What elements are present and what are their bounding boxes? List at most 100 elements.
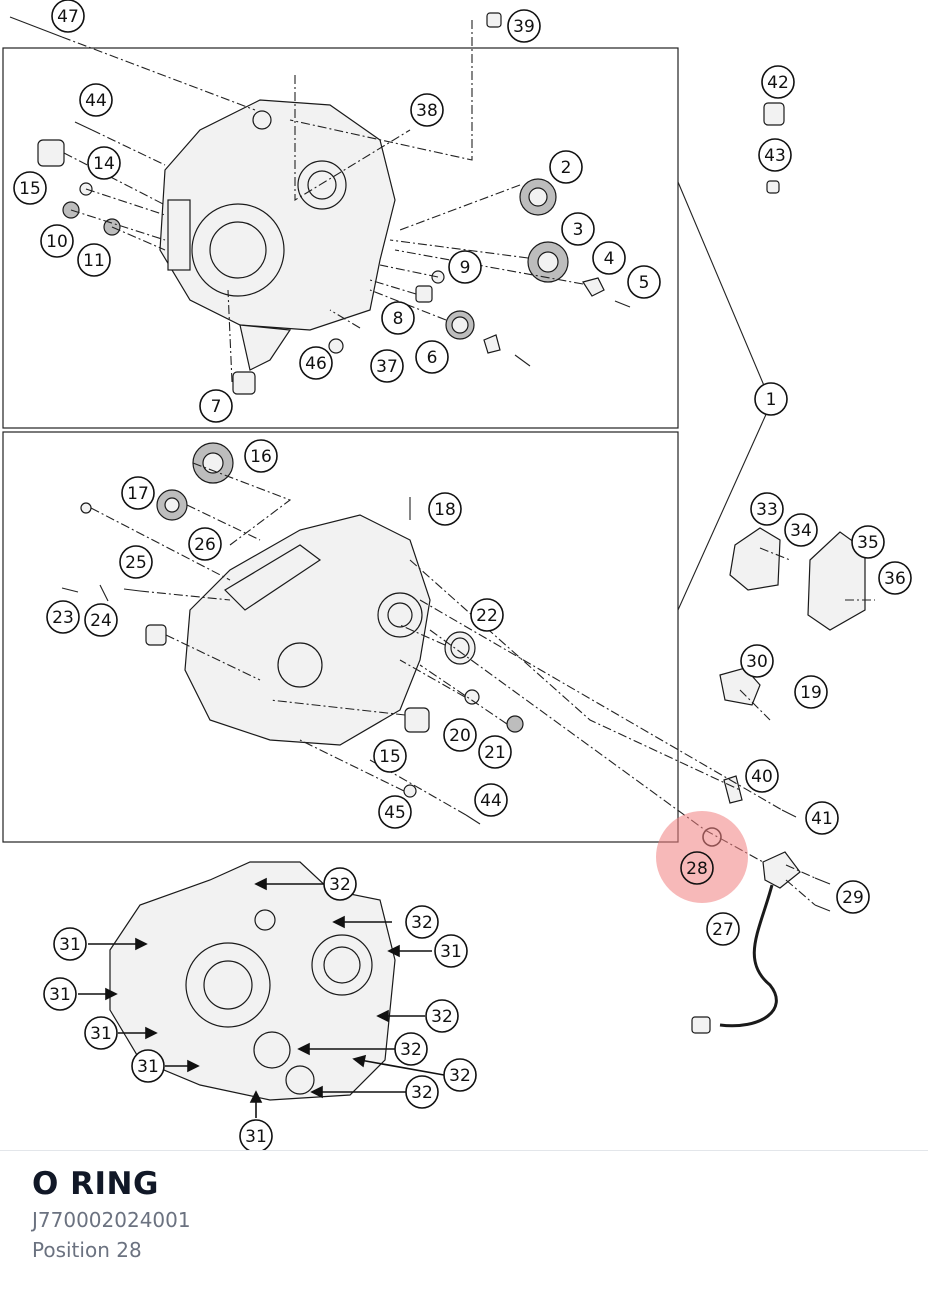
upper-crankcase-body: [159, 99, 396, 371]
callout-39[interactable]: 39: [507, 9, 541, 43]
callout-2[interactable]: 2: [549, 150, 583, 184]
callout-35[interactable]: 35: [851, 525, 885, 559]
callout-number: 32: [329, 875, 351, 895]
callout-number: 47: [57, 7, 79, 27]
callout-number: 22: [476, 606, 498, 626]
callout-number: 46: [305, 354, 327, 374]
callout-number: 32: [411, 1083, 433, 1103]
callout-31[interactable]: 31: [239, 1119, 273, 1150]
callout-1[interactable]: 1: [754, 382, 788, 416]
callout-7[interactable]: 7: [199, 389, 233, 423]
callout-16[interactable]: 16: [244, 439, 278, 473]
callout-number: 36: [884, 569, 906, 589]
callout-number: 28: [686, 859, 708, 879]
callout-number: 31: [440, 942, 462, 962]
callout-number: 32: [411, 913, 433, 933]
lower-crankcase-frame: [2, 431, 679, 843]
assembled-crankcase: [109, 861, 396, 1101]
callout-number: 38: [416, 101, 438, 121]
callout-27[interactable]: 27: [706, 912, 740, 946]
callout-21[interactable]: 21: [478, 735, 512, 769]
callout-11[interactable]: 11: [77, 243, 111, 277]
callout-41[interactable]: 41: [805, 801, 839, 835]
callout-number: 8: [393, 309, 404, 329]
callout-number: 31: [90, 1024, 112, 1044]
callout-number: 31: [59, 935, 81, 955]
callout-number: 30: [746, 652, 768, 672]
callout-number: 7: [211, 397, 222, 417]
callout-number: 14: [93, 154, 115, 174]
callout-number: 26: [194, 535, 216, 555]
callout-number: 18: [434, 500, 456, 520]
lower-crankcase-body: [184, 514, 431, 746]
callout-14[interactable]: 14: [87, 146, 121, 180]
callout-number: 31: [49, 985, 71, 1005]
callout-20[interactable]: 20: [443, 718, 477, 752]
callout-31[interactable]: 31: [43, 977, 77, 1011]
callout-32[interactable]: 32: [323, 867, 357, 901]
callout-15[interactable]: 15: [13, 171, 47, 205]
part-position: Position 28: [32, 1238, 142, 1262]
callout-42[interactable]: 42: [761, 65, 795, 99]
part-number: J770002024001: [32, 1208, 191, 1232]
callout-31[interactable]: 31: [434, 934, 468, 968]
callout-number: 15: [19, 179, 41, 199]
callout-number: 44: [480, 791, 502, 811]
callout-22[interactable]: 22: [470, 598, 504, 632]
callout-29[interactable]: 29: [836, 880, 870, 914]
callout-number: 44: [85, 91, 107, 111]
part-info-panel: O RING J770002024001 Position 28: [32, 1166, 191, 1262]
link-line-lower: [677, 409, 769, 611]
callout-33[interactable]: 33: [750, 492, 784, 526]
callout-5[interactable]: 5: [627, 265, 661, 299]
callout-23[interactable]: 23: [46, 600, 80, 634]
callout-44[interactable]: 44: [474, 783, 508, 817]
callout-26[interactable]: 26: [188, 527, 222, 561]
callout-4[interactable]: 4: [592, 241, 626, 275]
callout-38[interactable]: 38: [410, 93, 444, 127]
callout-44[interactable]: 44: [79, 83, 113, 117]
selection-highlight: [656, 811, 748, 903]
callout-19[interactable]: 19: [794, 675, 828, 709]
callout-number: 41: [811, 809, 833, 829]
callout-46[interactable]: 46: [299, 346, 333, 380]
callout-9[interactable]: 9: [448, 250, 482, 284]
callout-32[interactable]: 32: [394, 1032, 428, 1066]
callout-30[interactable]: 30: [740, 644, 774, 678]
callout-number: 9: [460, 258, 471, 278]
callout-number: 4: [604, 249, 615, 269]
small-parts: [9, 12, 866, 1034]
callout-32[interactable]: 32: [405, 905, 439, 939]
callout-31[interactable]: 31: [84, 1016, 118, 1050]
callout-43[interactable]: 43: [758, 138, 792, 172]
callout-40[interactable]: 40: [745, 759, 779, 793]
callout-number: 25: [125, 553, 147, 573]
callout-number: 1: [766, 390, 777, 410]
callout-24[interactable]: 24: [84, 603, 118, 637]
callout-36[interactable]: 36: [878, 561, 912, 595]
callout-17[interactable]: 17: [121, 476, 155, 510]
callout-37[interactable]: 37: [370, 349, 404, 383]
callout-32[interactable]: 32: [405, 1075, 439, 1109]
callout-number: 42: [767, 73, 789, 93]
callout-32[interactable]: 32: [443, 1058, 477, 1092]
callout-25[interactable]: 25: [119, 545, 153, 579]
callout-45[interactable]: 45: [378, 795, 412, 829]
callout-28-selected[interactable]: 28: [680, 851, 714, 885]
callout-18[interactable]: 18: [428, 492, 462, 526]
part-name: O RING: [32, 1166, 159, 1202]
callout-10[interactable]: 10: [40, 224, 74, 258]
callout-47[interactable]: 47: [51, 0, 85, 33]
callout-number: 19: [800, 683, 822, 703]
callout-8[interactable]: 8: [381, 301, 415, 335]
callout-number: 23: [52, 608, 74, 628]
callout-number: 32: [449, 1066, 471, 1086]
callout-number: 21: [484, 743, 506, 763]
callout-31[interactable]: 31: [53, 927, 87, 961]
callout-31[interactable]: 31: [131, 1049, 165, 1083]
callout-6[interactable]: 6: [415, 340, 449, 374]
callout-3[interactable]: 3: [561, 212, 595, 246]
callout-32[interactable]: 32: [425, 999, 459, 1033]
callout-15[interactable]: 15: [373, 739, 407, 773]
callout-34[interactable]: 34: [784, 513, 818, 547]
